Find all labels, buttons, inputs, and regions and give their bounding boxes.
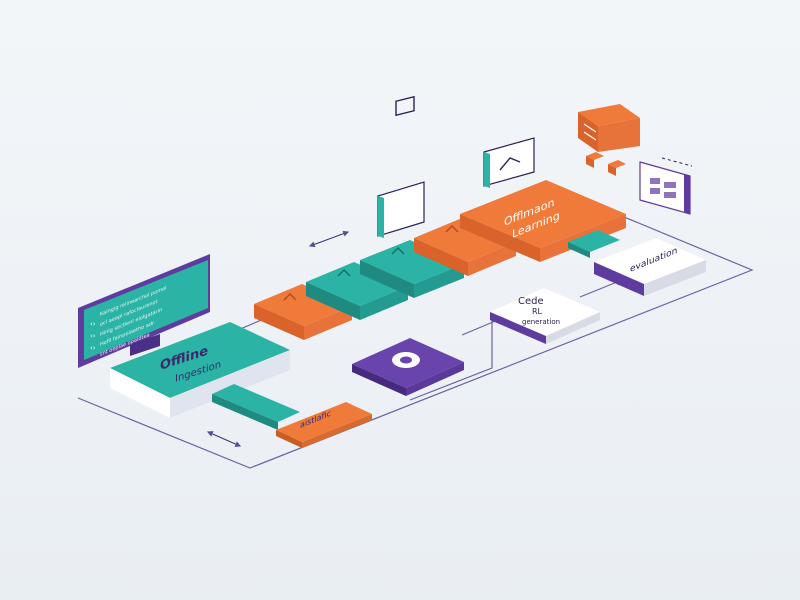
chevron-icon [283, 292, 297, 301]
orange-block-1 [254, 284, 352, 340]
gear-icon [392, 352, 420, 368]
svg-text:‹›: ‹› [90, 320, 96, 328]
code-icon: ‹› ‹› ‹› [90, 320, 96, 352]
teal-block-1 [306, 262, 408, 320]
panel-icon [639, 157, 693, 215]
teal-connector-bar-2 [568, 230, 620, 258]
evaluation-block: evaluation [594, 238, 706, 296]
chevron-icon-3 [391, 246, 405, 255]
chevron-icon-2 [337, 268, 351, 277]
offline-learning-block: Offlmaon Learning [460, 180, 626, 262]
small-cube-icon [586, 152, 626, 176]
teal-block-2 [360, 240, 464, 298]
svg-text:‹›: ‹› [90, 344, 96, 352]
drive-icon [377, 95, 425, 238]
chevron-icon-4 [445, 224, 459, 233]
stacked-cards-icon [578, 104, 640, 152]
offline-ingestion-block: Offline Ingestion [110, 322, 290, 418]
orange-block-2 [414, 218, 516, 276]
double-arrow-bottom [206, 431, 242, 447]
svg-text:‹›: ‹› [90, 332, 96, 340]
chart-icon [483, 137, 535, 188]
double-arrow-top [308, 230, 350, 248]
gear-block [352, 338, 464, 396]
code-rl-line2: RL [532, 307, 543, 316]
teal-connector-bar [212, 384, 300, 430]
code-rl-generation-block: Cede RL generation [490, 288, 600, 344]
code-rl-line3: generation [522, 318, 560, 326]
code-rl-line1: Cede [518, 296, 544, 307]
